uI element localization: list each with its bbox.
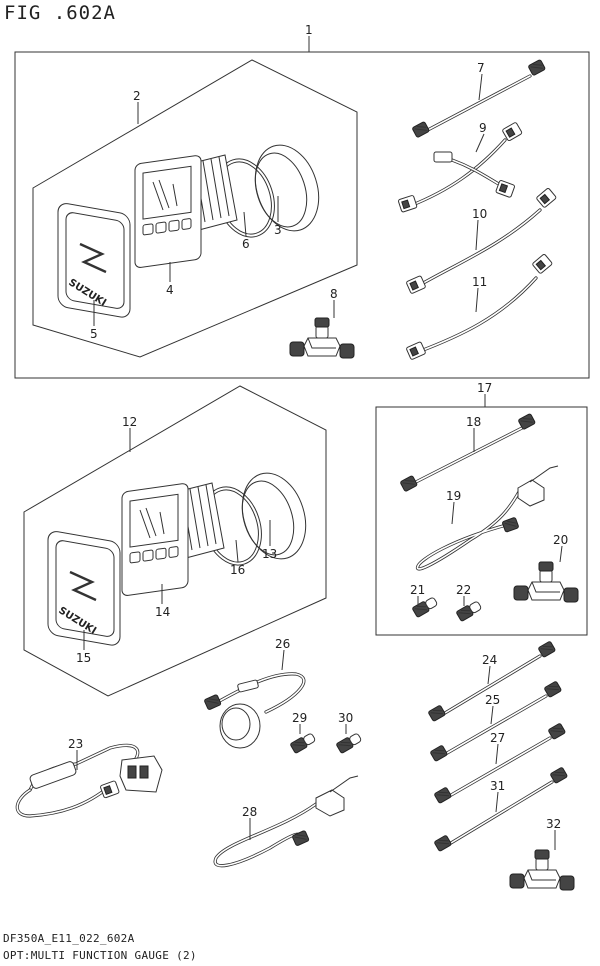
terminator-29: [289, 733, 316, 755]
callout-2: 2: [133, 89, 141, 103]
callout-13: 13: [262, 547, 277, 561]
callout-18: 18: [466, 415, 481, 429]
callout-20: 20: [553, 533, 568, 547]
model-code: DF350A_E11_022_602A: [3, 932, 135, 945]
gauge-kit-frame-12: [23, 385, 327, 697]
callout-32: 32: [546, 817, 561, 831]
cable-31: [433, 766, 569, 853]
cable-7: [411, 58, 547, 139]
callout-30: 30: [338, 711, 353, 725]
callout-8: 8: [330, 287, 338, 301]
callout-15: 15: [76, 651, 91, 665]
gauge-kit-frame-2: [32, 59, 358, 358]
harness-10: [405, 187, 558, 295]
terminator-cable-28: [213, 775, 359, 868]
tee-connector-8: [289, 317, 355, 359]
callout-17: 17: [477, 381, 492, 395]
callout-31: 31: [490, 779, 505, 793]
kit-frame-17: [375, 406, 588, 636]
callout-12: 12: [122, 415, 137, 429]
callout-10: 10: [472, 207, 487, 221]
cable-27: [433, 722, 567, 805]
callout-27: 27: [490, 731, 505, 745]
callout-7: 7: [477, 61, 485, 75]
callout-3: 3: [274, 223, 282, 237]
callout-9: 9: [479, 121, 487, 135]
terminator-21: [411, 597, 438, 619]
callout-4: 4: [166, 283, 174, 297]
cable-18: [399, 412, 537, 493]
tee-connector-32: [509, 849, 575, 891]
gauge-unit-4: [134, 136, 330, 269]
terminator-cable-19: [415, 465, 559, 571]
callout-24: 24: [482, 653, 497, 667]
callout-1: 1: [305, 23, 313, 37]
terminator-30: [335, 733, 362, 755]
tee-connector-20: [513, 561, 579, 603]
callout-5: 5: [90, 327, 98, 341]
callout-22: 22: [456, 583, 471, 597]
section-title: OPT:MULTI FUNCTION GAUGE (2): [3, 949, 197, 962]
cable-25: [429, 680, 563, 763]
callout-16: 16: [230, 563, 245, 577]
callout-25: 25: [485, 693, 500, 707]
callout-26: 26: [275, 637, 290, 651]
callout-6: 6: [242, 237, 250, 251]
callout-28: 28: [242, 805, 257, 819]
gauge-cover-5: SUZUKI: [57, 201, 131, 320]
callout-21: 21: [410, 583, 425, 597]
figure-title: FIG .602A: [4, 2, 116, 24]
gauge-unit-14: [121, 464, 317, 597]
sensor-cable-26: [203, 672, 306, 749]
gauge-cover-15: SUZUKI: [47, 529, 121, 648]
callout-19: 19: [446, 489, 461, 503]
callout-11: 11: [472, 275, 487, 289]
callout-29: 29: [292, 711, 307, 725]
harness-23: [15, 743, 163, 818]
terminator-22: [455, 601, 482, 623]
harness-9: [397, 121, 523, 213]
callout-23: 23: [68, 737, 83, 751]
parts-diagram: 1 2 SUZUKI 3 4 5 6 7 9: [14, 23, 590, 891]
cable-24: [427, 640, 557, 723]
callout-14: 14: [155, 605, 170, 619]
harness-11: [405, 253, 554, 361]
kit-frame-1: [14, 51, 590, 379]
